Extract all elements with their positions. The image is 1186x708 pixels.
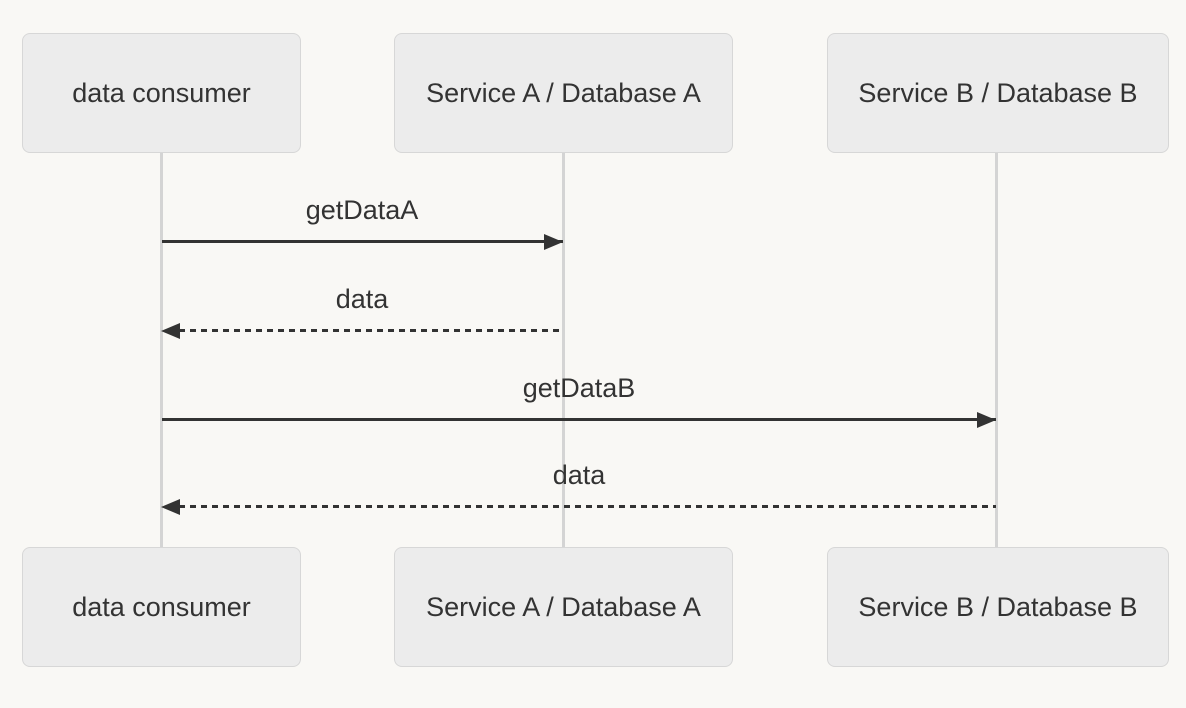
message-line-getdatab xyxy=(162,418,996,421)
lifeline-service-a xyxy=(562,153,565,547)
arrowhead-right-icon xyxy=(977,412,996,428)
actor-top-service-a: Service A / Database A xyxy=(394,33,733,153)
message-label-getdataa: getDataA xyxy=(305,195,419,225)
message-label-data-b: data xyxy=(552,460,606,490)
actor-bottom-data-consumer: data consumer xyxy=(22,547,301,667)
actor-bottom-service-a: Service A / Database A xyxy=(394,547,733,667)
message-line-data-b xyxy=(168,505,996,508)
message-line-data-a xyxy=(168,329,563,332)
arrowhead-left-icon xyxy=(161,499,180,515)
arrowhead-left-icon xyxy=(161,323,180,339)
arrowhead-right-icon xyxy=(544,234,563,250)
actor-top-data-consumer: data consumer xyxy=(22,33,301,153)
lifeline-data-consumer xyxy=(160,153,163,547)
actor-bottom-service-b: Service B / Database B xyxy=(827,547,1169,667)
actor-top-service-b: Service B / Database B xyxy=(827,33,1169,153)
message-line-getdataa xyxy=(162,240,563,243)
message-label-data-a: data xyxy=(335,284,389,314)
lifeline-service-b xyxy=(995,153,998,547)
message-label-getdatab: getDataB xyxy=(522,373,636,403)
